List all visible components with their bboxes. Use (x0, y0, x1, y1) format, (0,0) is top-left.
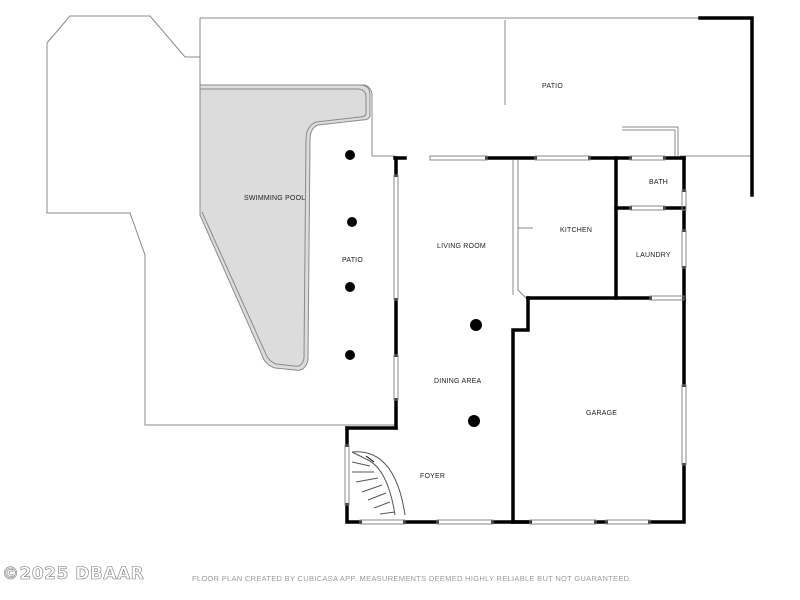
label-living-room: LIVING ROOM (437, 243, 486, 250)
label-patio-north: PATIO (542, 83, 563, 90)
label-swimming-pool: SWIMMING POOL (244, 195, 305, 202)
footer-note: FLOOR PLAN CREATED BY CUBICASA APP. MEAS… (192, 574, 632, 583)
walls (345, 16, 754, 524)
label-garage: GARAGE (586, 410, 617, 417)
spiral-staircase (351, 451, 406, 516)
label-laundry: LAUNDRY (636, 252, 671, 259)
deck-outline (46, 15, 752, 426)
label-patio-west: PATIO (342, 257, 363, 264)
columns (345, 150, 482, 427)
label-dining-area: DINING AREA (434, 378, 481, 385)
swimming-pool (199, 84, 371, 371)
label-bath: BATH (649, 179, 668, 186)
watermark: ©2025 DBAAR (2, 564, 145, 585)
label-kitchen: KITCHEN (560, 227, 592, 234)
openings (344, 155, 687, 525)
label-foyer: FOYER (420, 473, 445, 480)
